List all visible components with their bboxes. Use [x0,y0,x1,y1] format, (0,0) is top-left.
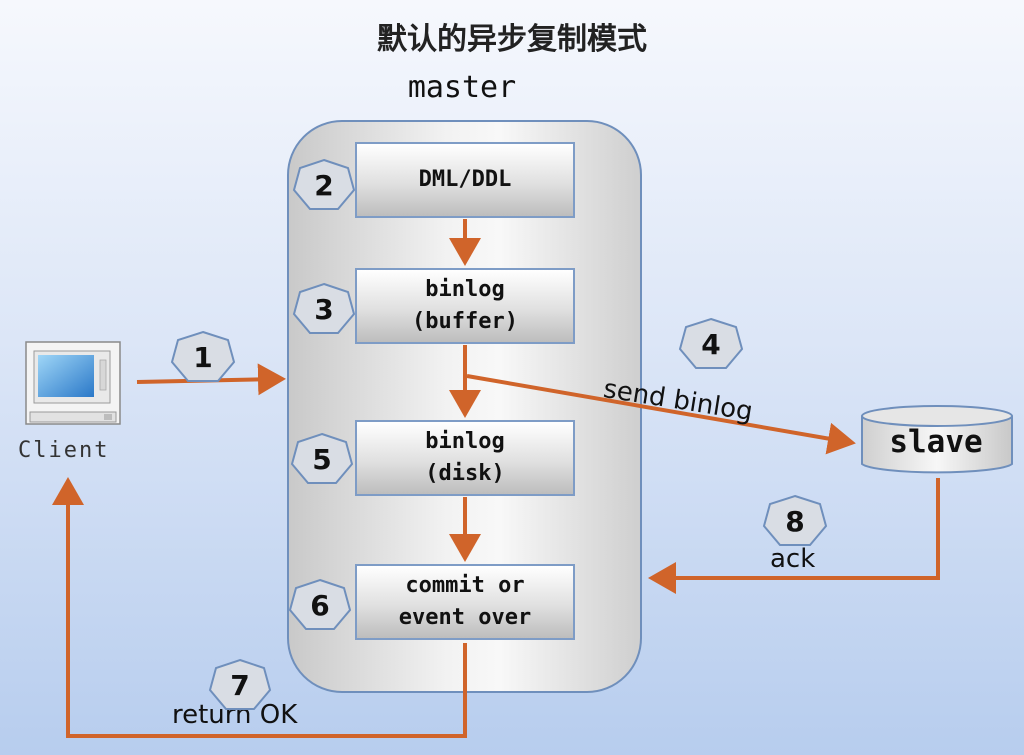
step-dml-ddl: DML/DDL [355,142,575,218]
arrow-return-ok [52,477,467,738]
badge-step-4: 4 [678,317,744,371]
badge-step-1: 1 [170,330,236,384]
step-commit: commit or event over [355,564,575,640]
badge-step-3: 3 [292,282,356,336]
badge-step-5: 5 [290,432,354,486]
step-binlog-buffer: binlog (buffer) [355,268,575,344]
diagram-title: 默认的异步复制模式 [377,22,647,57]
slave-label: slave [889,424,983,460]
caption-ack: ack [770,544,816,574]
step-binlog-disk: binlog (disk) [355,420,575,496]
badge-step-8: 8 [762,494,828,548]
badge-step-2: 2 [292,158,356,212]
master-label: master [407,70,517,105]
badge-step-6: 6 [288,578,352,632]
slave-node: slave [860,406,1012,472]
slave-database-icon [861,405,1013,474]
arrow-send-binlog [466,374,856,455]
client-label: Client [18,438,110,463]
arrow-ack [648,478,940,594]
badge-step-7: 7 [208,658,272,712]
client-computer-icon [25,341,121,425]
